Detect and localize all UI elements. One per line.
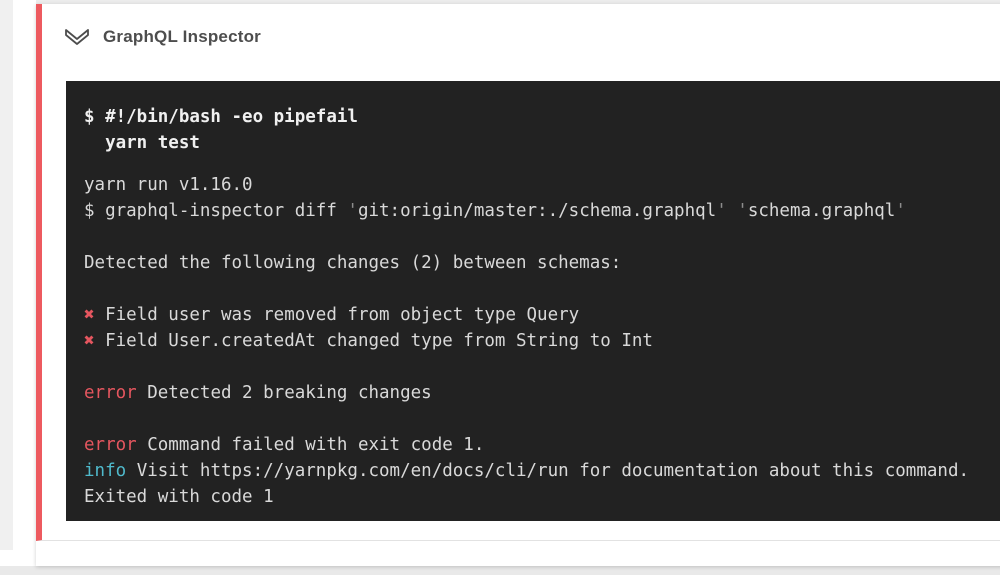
terminal-line: yarn test	[84, 133, 200, 153]
double-chevron-down-icon[interactable]	[64, 26, 90, 48]
terminal-line: ✖ Field User.createdAt changed type from…	[84, 331, 653, 351]
left-rail	[0, 0, 13, 550]
failed-step-section: GraphQL Inspector $ #!/bin/bash -eo pipe…	[36, 4, 1000, 541]
terminal-line: error Command failed with exit code 1.	[84, 435, 485, 455]
terminal-line: info Visit https://yarnpkg.com/en/docs/c…	[84, 461, 970, 481]
terminal-line: yarn run v1.16.0	[84, 175, 253, 195]
terminal-line	[84, 354, 1000, 380]
step-header[interactable]: GraphQL Inspector	[42, 4, 1000, 49]
next-step-section	[36, 541, 1000, 565]
terminal-line	[84, 224, 1000, 250]
terminal-line: $ graphql-inspector diff 'git:origin/mas…	[84, 201, 906, 221]
bottom-strip	[0, 566, 1000, 575]
terminal-line: error Detected 2 breaking changes	[84, 383, 432, 403]
top-strip	[36, 0, 1000, 4]
terminal-line	[84, 406, 1000, 432]
terminal-output: $ #!/bin/bash -eo pipefail yarn test yarn…	[66, 81, 1000, 521]
terminal-line: ✖ Field user was removed from object typ…	[84, 305, 580, 325]
terminal-line: Exited with code 1	[84, 487, 274, 507]
terminal-line: $ #!/bin/bash -eo pipefail	[84, 107, 358, 127]
build-step-card: GraphQL Inspector $ #!/bin/bash -eo pipe…	[36, 4, 1000, 566]
step-title: GraphQL Inspector	[103, 27, 262, 46]
terminal-line: Detected the following changes (2) betwe…	[84, 253, 622, 273]
terminal-line	[84, 276, 1000, 302]
